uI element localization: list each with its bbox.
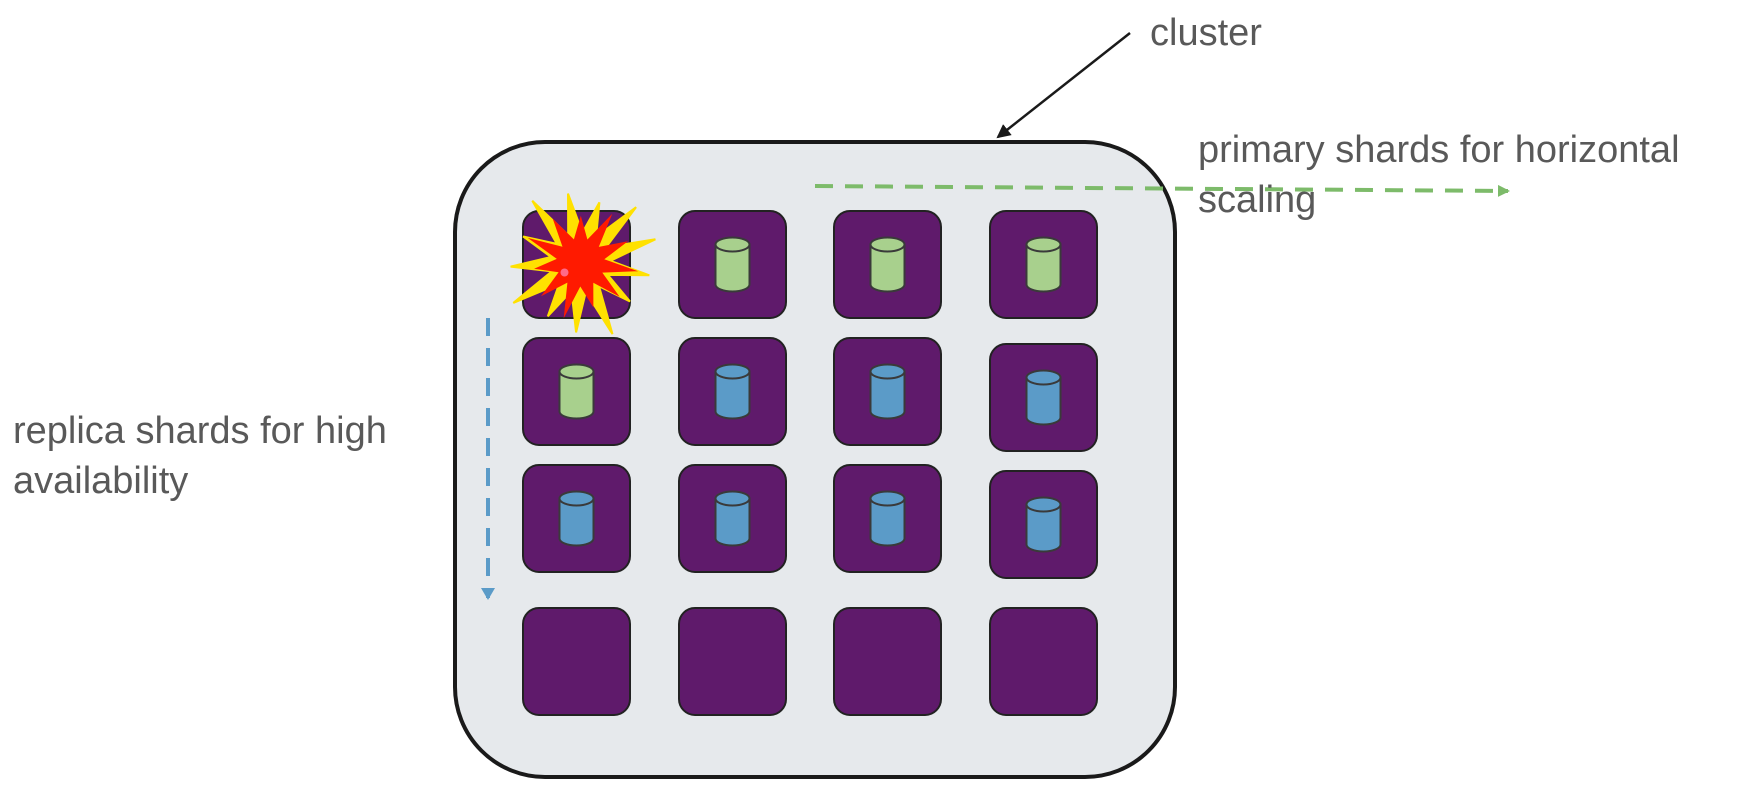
node-empty-r4-c4 <box>989 607 1098 716</box>
database-cylinder-icon <box>869 236 906 293</box>
node-replica-r3-c1 <box>522 464 631 573</box>
database-cylinder-icon <box>1025 369 1062 426</box>
database-cylinder-icon <box>869 363 906 420</box>
node-box <box>678 607 787 716</box>
node-replica-r2-c4 <box>989 343 1098 452</box>
cluster-label: cluster <box>1150 12 1262 54</box>
database-cylinder-icon <box>714 490 751 547</box>
primary-shards-label-line1: primary shards for horizontal <box>1198 129 1680 171</box>
cluster-pointer-arrow <box>996 32 1131 139</box>
node-replica-r2-c3 <box>833 337 942 446</box>
primary-scaling-arrow <box>814 184 1510 197</box>
replica-shards-label-line1: replica shards for high <box>13 410 387 452</box>
database-cylinder-icon <box>558 363 595 420</box>
node-empty-r4-c2 <box>678 607 787 716</box>
node-primary-r2-c1 <box>522 337 631 446</box>
node-replica-r2-c2 <box>678 337 787 446</box>
database-cylinder-icon <box>714 363 751 420</box>
node-replica-r3-c3 <box>833 464 942 573</box>
node-failed-r1-c1 <box>510 193 656 335</box>
database-cylinder-icon <box>1025 496 1062 553</box>
primary-shards-label-line2: scaling <box>1198 179 1317 221</box>
node-box <box>522 607 631 716</box>
primary-shards-label: primary shards for horizontal scaling <box>1198 125 1680 225</box>
node-replica-r3-c2 <box>678 464 787 573</box>
database-cylinder-icon <box>714 236 751 293</box>
node-box <box>989 607 1098 716</box>
node-primary-r1-c3 <box>833 210 942 319</box>
node-empty-r4-c1 <box>522 607 631 716</box>
database-cylinder-icon <box>558 490 595 547</box>
replica-shards-label: replica shards for high availability <box>13 406 387 506</box>
database-cylinder-icon <box>1025 236 1062 293</box>
explosion-icon <box>510 193 656 335</box>
node-empty-r4-c3 <box>833 607 942 716</box>
database-cylinder-icon <box>869 490 906 547</box>
node-box <box>833 607 942 716</box>
node-primary-r1-c2 <box>678 210 787 319</box>
node-replica-r3-c4 <box>989 470 1098 579</box>
node-primary-r1-c4 <box>989 210 1098 319</box>
node-grid <box>510 193 1098 716</box>
replica-shards-label-line2: availability <box>13 460 189 502</box>
